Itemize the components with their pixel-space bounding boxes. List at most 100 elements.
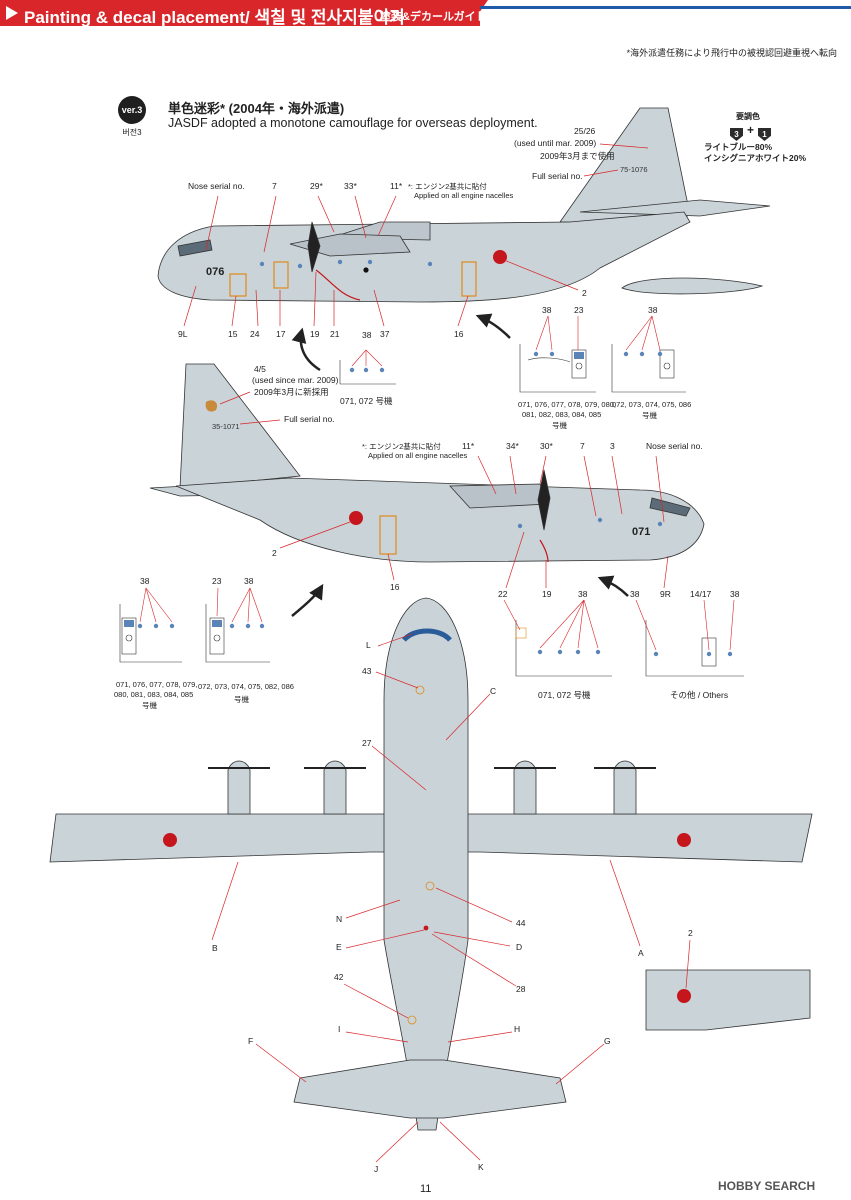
detail1-caption: 071, 072 号機 [340, 396, 393, 406]
label-27: 27 [362, 738, 372, 748]
paint-mix-badges: 3+1 [730, 123, 772, 142]
detail2-caption-1: 071, 076, 077, 078, 079, 080, [518, 400, 617, 409]
label-engine-note-jp-2: *: エンジン2基共に貼付 [362, 442, 441, 451]
label-16-2: 16 [390, 582, 400, 592]
label-C: C [490, 686, 497, 696]
external-tank [621, 277, 764, 295]
paint-mix-line2: インシグニアホワイト20% [704, 153, 807, 163]
top-note: *海外派遣任務により飛行中の被視認回避重視へ転向 [626, 48, 837, 58]
label-nose-serial-2: Nose serial no. [646, 441, 703, 451]
label-7-1: 7 [272, 181, 277, 191]
detail7-label-38b: 38 [730, 589, 740, 599]
label-I: I [338, 1024, 341, 1034]
label-L: L [366, 640, 371, 650]
red-stripe-1 [315, 269, 361, 301]
detail-4-box [119, 587, 182, 663]
hinomaru-wing-detail [677, 989, 691, 1003]
detail7-caption: その他 / Others [670, 690, 729, 700]
page-number: 11 [420, 1183, 432, 1195]
label-43: 43 [362, 666, 372, 676]
detail1-label-38: 38 [362, 330, 372, 340]
header-bar [0, 0, 480, 26]
label-N: N [336, 914, 343, 924]
label-E: E [336, 942, 342, 952]
page-title: Painting & decal placement/ 색칠 및 전사지붙이기 [24, 8, 405, 27]
label-engine-note-en-2: Applied on all engine nacelles [368, 451, 468, 460]
header-arrow-icon [6, 6, 18, 20]
detail3-caption-1: 072, 073, 074, 075, 086 [612, 400, 692, 409]
label-28: 28 [516, 984, 526, 994]
label-H: H [514, 1024, 521, 1034]
paint-plus: + [747, 123, 755, 137]
detail3-label-38: 38 [648, 305, 658, 315]
detail-2-box [519, 315, 596, 393]
label-2-1: 2 [582, 288, 587, 298]
label-19-1: 19 [310, 329, 320, 339]
cockpit-windows-2 [649, 497, 691, 517]
scheme-description: JASDF adopted a monotone camouflage for … [168, 116, 538, 130]
fuselage-top [383, 597, 469, 1131]
detail-arrow-4 [597, 575, 629, 597]
label-4-5: 4/5 [254, 364, 266, 374]
label-full-serial-1: Full serial no. [532, 171, 583, 181]
detail5-label-23: 23 [212, 576, 222, 586]
label-2-2: 2 [272, 548, 277, 558]
tail-serial-1: 75-1076 [620, 165, 648, 174]
hinomaru-1 [493, 250, 507, 264]
hinomaru-2 [349, 511, 363, 525]
door-17-1 [273, 261, 289, 289]
label-16-1: 16 [454, 329, 464, 339]
page-subtitle: 塗装&デカールガイド [380, 11, 487, 23]
nacelle-outer-right [613, 760, 637, 815]
label-25-26: 25/26 [574, 126, 596, 136]
side-view-1 [157, 107, 771, 303]
label-29: 29* [310, 181, 323, 191]
detail-1-box [339, 349, 396, 385]
red-stripe-2 [539, 539, 549, 563]
nacelle-inner-right [513, 760, 537, 815]
label-A: A [638, 948, 644, 958]
site-logo: HOBBY SEARCH [718, 1179, 816, 1193]
label-19-2: 19 [542, 589, 552, 599]
label-engine-note-en-1: Applied on all engine nacelles [414, 191, 514, 200]
paint-badge-right: 1 [758, 128, 772, 141]
label-34: 34* [506, 441, 519, 451]
detail-6-box [503, 599, 612, 677]
detail4-caption-2: 080, 081, 083, 084, 085 [114, 690, 194, 699]
detail-arrow-3 [291, 583, 324, 617]
label-G: G [604, 1036, 611, 1046]
detail2-caption-2: 081, 082, 083, 084, 085 [522, 410, 602, 419]
label-J: J [374, 1164, 379, 1174]
header-rule [480, 6, 851, 9]
version-subtitle: 버전3 [122, 128, 142, 137]
detail-arrow-1 [291, 327, 321, 372]
paint-mix-title: 要調色 [736, 112, 760, 121]
paint-mix-line1: ライトブルー80% [704, 142, 773, 152]
label-37: 37 [380, 329, 390, 339]
nacelle-1 [289, 233, 411, 257]
label-used-since-jp: 2009年3月に新採用 [254, 387, 329, 397]
label-used-until: (used until mar. 2009) [514, 138, 597, 148]
nose-number-1: 076 [206, 266, 225, 278]
detail2-label-23: 23 [574, 305, 584, 315]
horizontal-tail [293, 1059, 567, 1119]
label-used-since: (used since mar. 2009) [252, 375, 339, 385]
tail-serial-2: 35-1071 [212, 422, 240, 431]
detail3-caption-2: 号機 [642, 411, 657, 420]
label-30: 30* [540, 441, 553, 451]
label-21: 21 [330, 329, 340, 339]
propeller-1 [307, 221, 321, 273]
nacelle-outer-left [227, 760, 251, 815]
label-used-until-jp: 2009年3月まで使用 [540, 151, 615, 161]
wing-detail [645, 969, 811, 1031]
label-F: F [248, 1036, 254, 1046]
hinomaru-wing-left [163, 833, 177, 847]
label-7-2: 7 [580, 441, 585, 451]
detail-arrow-2 [475, 313, 511, 339]
detail2-label-38: 38 [542, 305, 552, 315]
label-D: D [516, 942, 523, 952]
detail2-caption-3: 号機 [552, 421, 567, 430]
label-full-serial-2: Full serial no. [284, 414, 335, 424]
detail-7-box [635, 599, 744, 677]
